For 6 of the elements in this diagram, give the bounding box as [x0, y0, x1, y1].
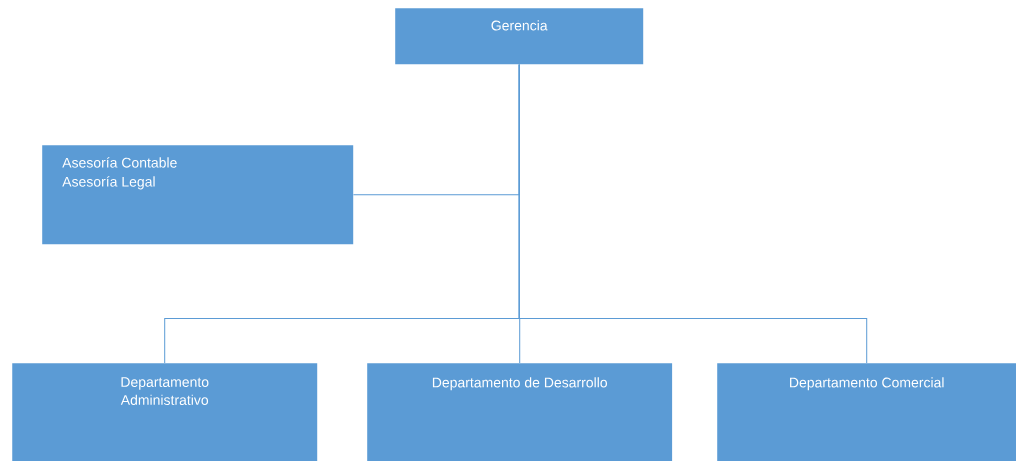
org-box: Gerencia: [395, 8, 644, 65]
org-box: Departamento Comercial: [717, 363, 1016, 461]
org-box: Departamento Administrativo: [12, 363, 318, 461]
org-box: Asesoría Contable Asesoría Legal: [42, 145, 354, 245]
org-box: Departamento de Desarrollo: [367, 363, 673, 461]
connector-line: [518, 63, 868, 364]
